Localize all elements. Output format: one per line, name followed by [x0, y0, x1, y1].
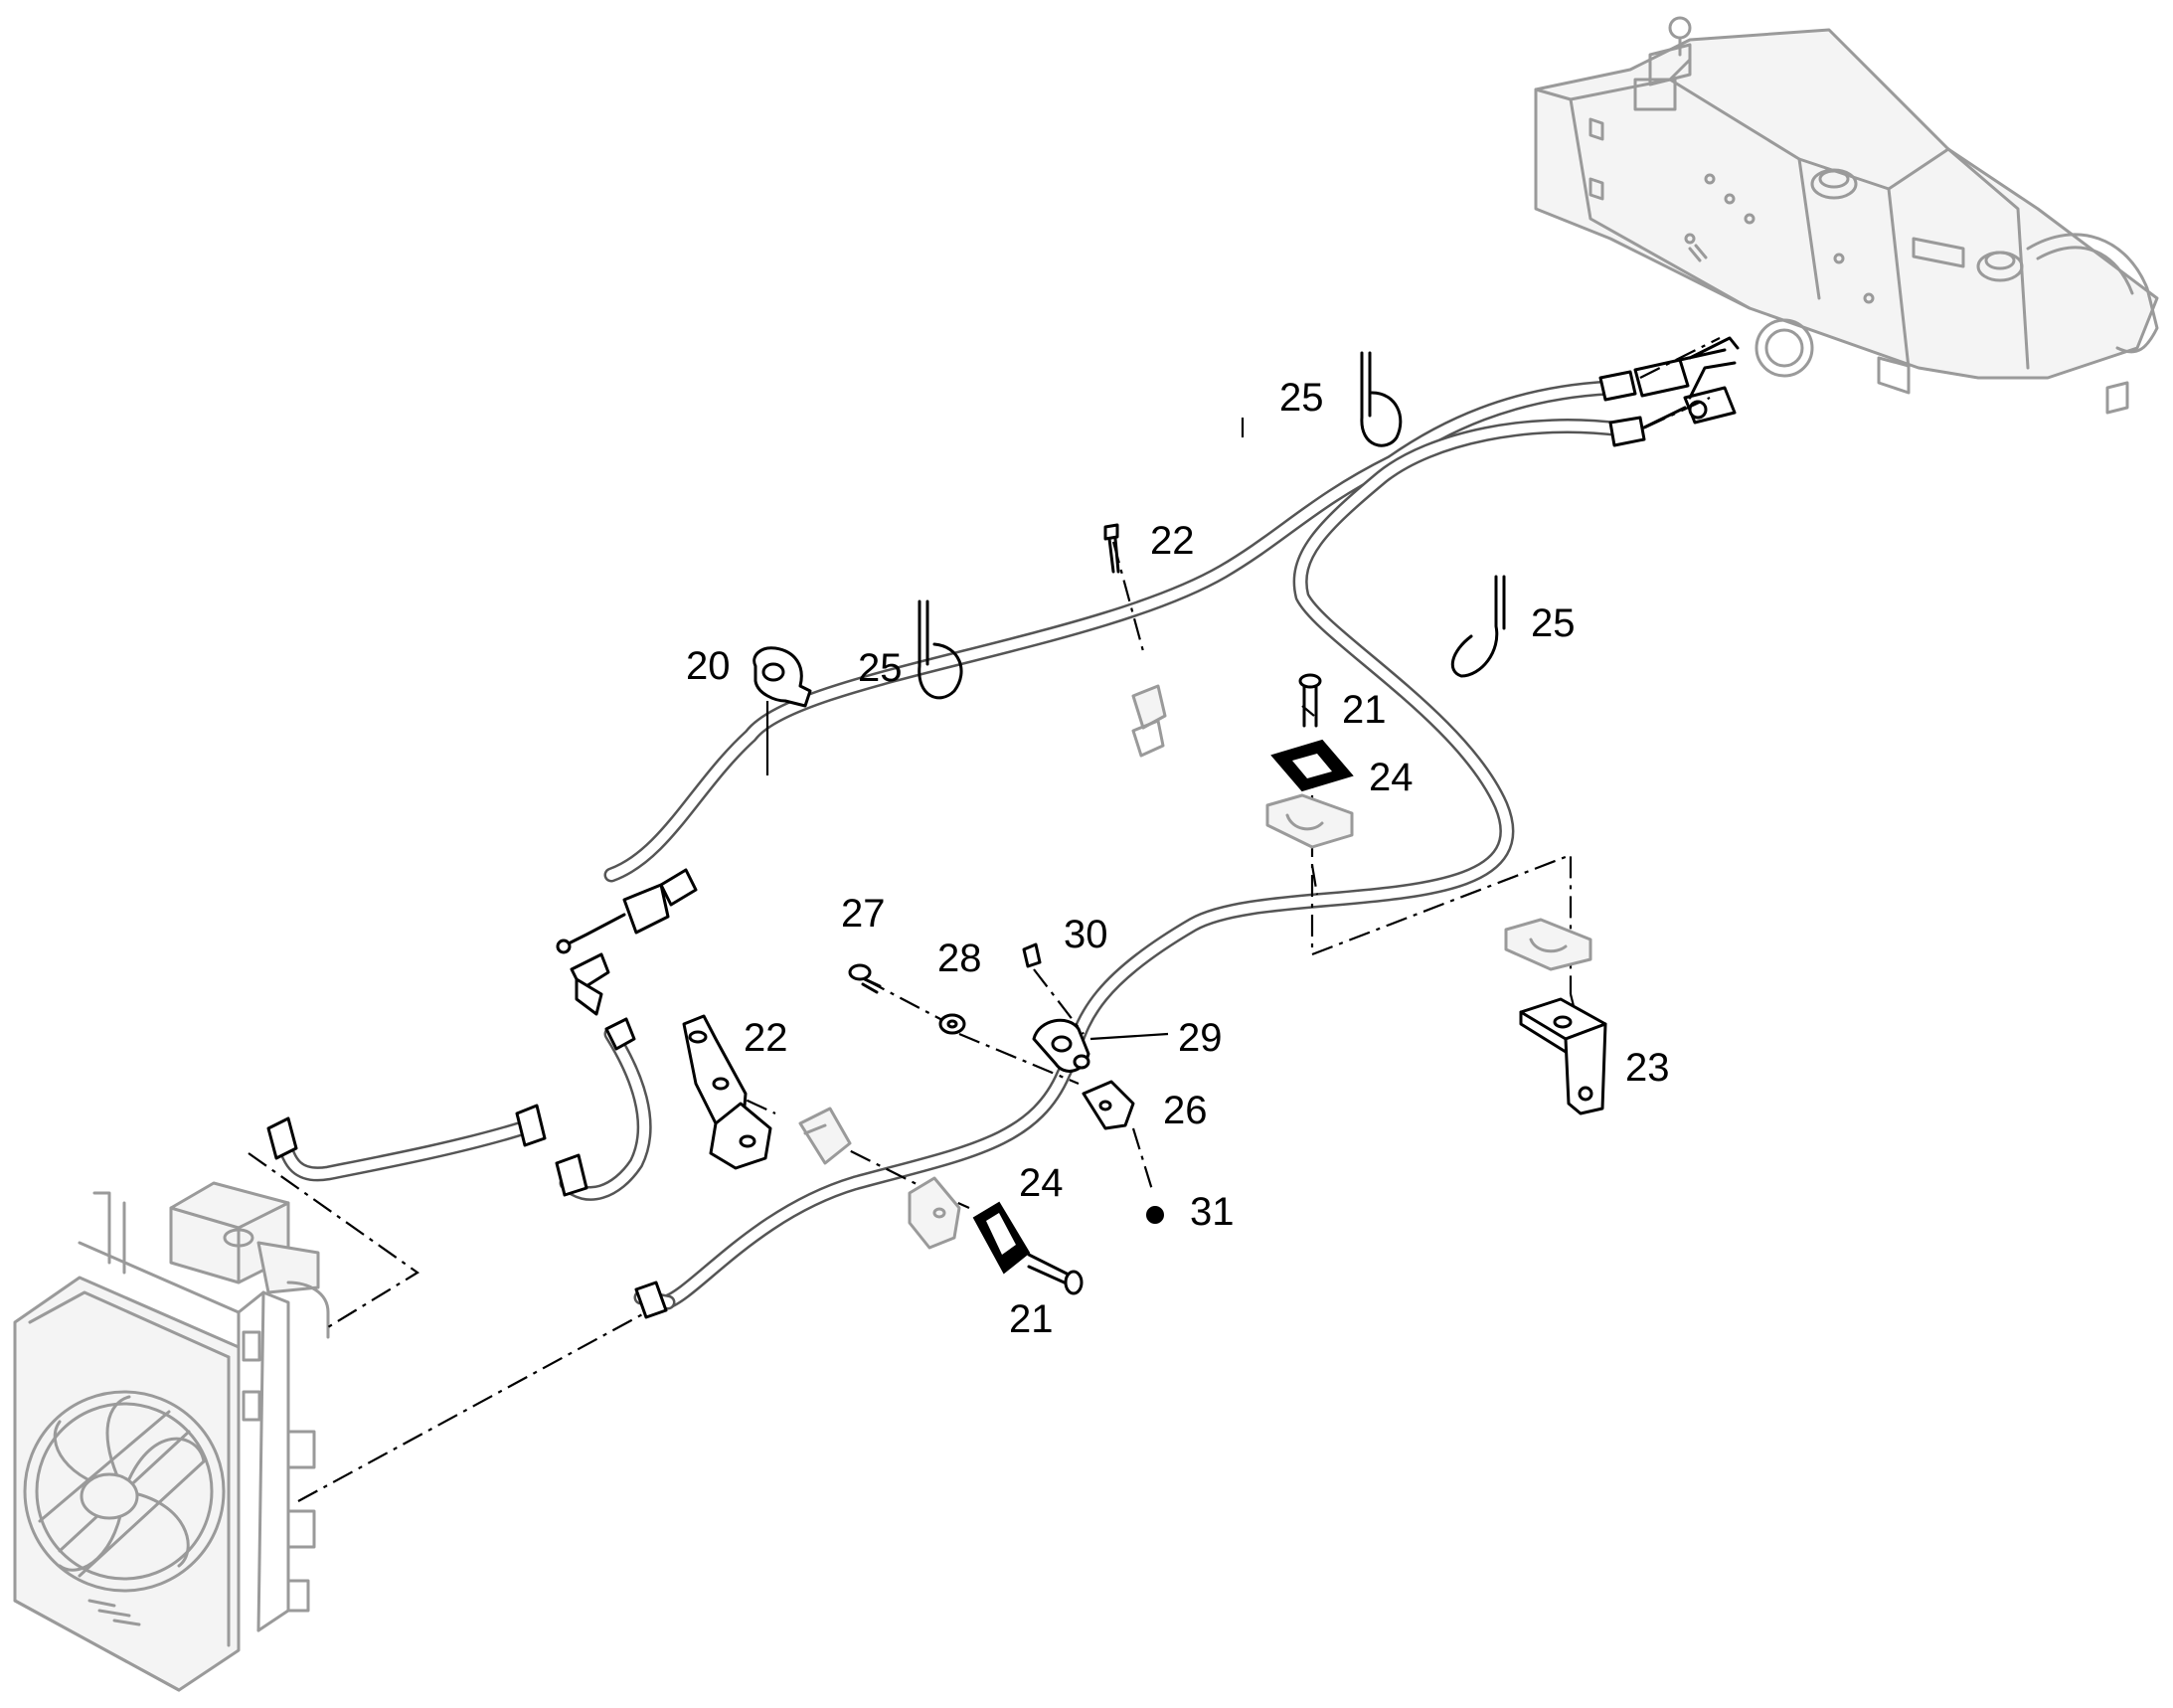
callout-20: 20: [686, 644, 731, 688]
clamp-half-mid: [798, 1107, 852, 1165]
callout-25-right: 25: [1531, 601, 1576, 645]
callout-22-lower: 22: [744, 1016, 788, 1060]
assembly-lines: [248, 418, 1578, 1502]
callout-28: 28: [937, 937, 982, 980]
bracket-part-23: [1519, 997, 1607, 1115]
plate-part-26: [1082, 1080, 1135, 1130]
setscrew-part-30: [1022, 942, 1042, 968]
callout-24-upper: 24: [1369, 756, 1414, 799]
washer-part-28: [938, 1013, 966, 1035]
hydraulic-tank: [1534, 16, 2159, 415]
callout-26: 26: [1163, 1089, 1208, 1132]
callout-27: 27: [841, 892, 886, 936]
cable-tie-part-25-right: [1450, 575, 1506, 678]
nut-part-31: [1146, 1206, 1164, 1224]
hose-assembly: [266, 336, 1740, 1319]
clamp-half-lower-23: [1504, 918, 1592, 971]
cable-tie-part-25-top: [1360, 351, 1403, 447]
callout-21-lower: 21: [1009, 1297, 1054, 1341]
bolt-part-22-upper: [1103, 523, 1120, 574]
callout-31: 31: [1190, 1190, 1235, 1234]
callout-24-lower: 24: [1019, 1161, 1064, 1205]
clamp-half-24-lower: [908, 1176, 961, 1250]
hose-clamp-part-29: [1032, 1018, 1169, 1073]
oil-cooler-fan-assembly: [13, 1181, 330, 1692]
bolt-part-21-lower: [1027, 1253, 1084, 1295]
clamp-half-upper: [1265, 793, 1354, 849]
callouts: 20 21 21 22 22 23 24 24 25 25 25 26 27 2…: [686, 376, 1670, 1341]
plate-part-24-lower: [972, 1201, 1031, 1275]
cable-tie-part-25-left: [918, 599, 963, 700]
tank-valve-lower: [1608, 361, 1737, 447]
callout-25-left: 25: [858, 646, 903, 690]
callout-22-upper: 22: [1150, 519, 1195, 563]
bracket-part-22-lower: [682, 1014, 772, 1170]
callout-29: 29: [1178, 1016, 1223, 1060]
bolt-part-21-upper: [1298, 673, 1322, 728]
callout-21-upper: 21: [1342, 688, 1387, 732]
cooler-valve: [266, 868, 698, 1319]
callout-30: 30: [1064, 913, 1108, 956]
plate-part-24-upper: [1270, 739, 1354, 792]
tank-valve-upper: [1598, 336, 1740, 402]
p-clamp-part-20: [752, 646, 812, 775]
callout-23: 23: [1625, 1046, 1670, 1090]
screw-part-27: [848, 963, 882, 994]
hose-clip-upper: [1131, 684, 1167, 758]
callout-25-top: 25: [1279, 376, 1324, 420]
